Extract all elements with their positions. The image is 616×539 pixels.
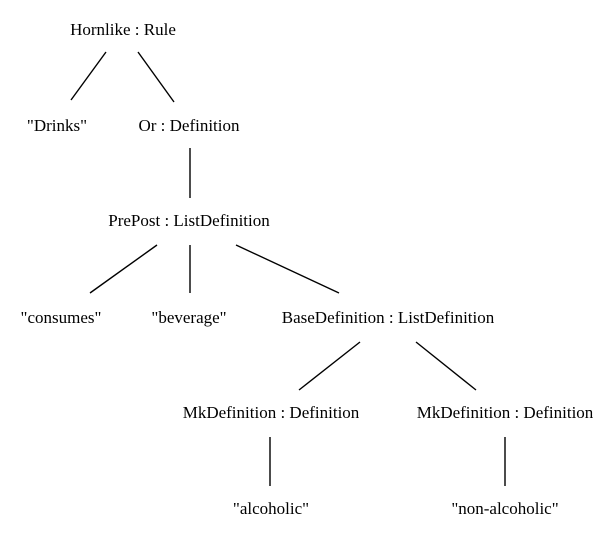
edge-prepost-consumes bbox=[89, 244, 158, 294]
node-hornlike-rule: Hornlike : Rule bbox=[70, 20, 176, 39]
edge-root-or-def bbox=[137, 51, 175, 103]
edge-prepost-base-def bbox=[235, 244, 340, 294]
node-basedefinition-listdefinition: BaseDefinition : ListDefinition bbox=[282, 308, 495, 327]
node-or-definition: Or : Definition bbox=[138, 116, 240, 135]
node-alcoholic: "alcoholic" bbox=[233, 499, 309, 518]
edge-base-def-mk-def-1 bbox=[298, 341, 361, 391]
node-prepost-listdefinition: PrePost : ListDefinition bbox=[108, 211, 270, 230]
node-mkdefinition-1: MkDefinition : Definition bbox=[183, 403, 360, 422]
edge-base-def-mk-def-2 bbox=[415, 341, 477, 391]
node-beverage: "beverage" bbox=[151, 308, 226, 327]
node-drinks: "Drinks" bbox=[27, 116, 87, 135]
node-non-alcoholic: "non-alcoholic" bbox=[451, 499, 558, 518]
edge-root-drinks bbox=[70, 51, 107, 101]
node-mkdefinition-2: MkDefinition : Definition bbox=[417, 403, 594, 422]
node-consumes: "consumes" bbox=[21, 308, 102, 327]
